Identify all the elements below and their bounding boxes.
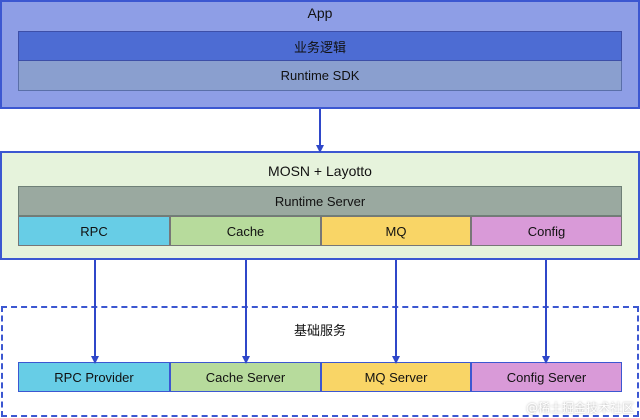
service-mq-server: MQ Server (321, 362, 471, 392)
mosn-layer-title: MOSN + Layotto (268, 163, 372, 179)
module-rpc: RPC (18, 216, 170, 246)
base-services-title: 基础服务 (293, 322, 346, 338)
module-cache: Cache (170, 216, 321, 246)
service-config-server: Config Server (471, 362, 622, 392)
module-mq: MQ (321, 216, 471, 246)
app-layer-title: App (307, 5, 333, 21)
module-config: Config (471, 216, 622, 246)
watermark: @稀土掘金技术社区 (525, 401, 634, 415)
runtime-sdk-box: Runtime SDK (18, 61, 622, 91)
service-rpc-provider: RPC Provider (18, 362, 170, 392)
business-logic-box: 业务逻辑 (18, 31, 622, 61)
runtime-server-box: Runtime Server (18, 186, 622, 216)
base-services-container (1, 306, 639, 417)
